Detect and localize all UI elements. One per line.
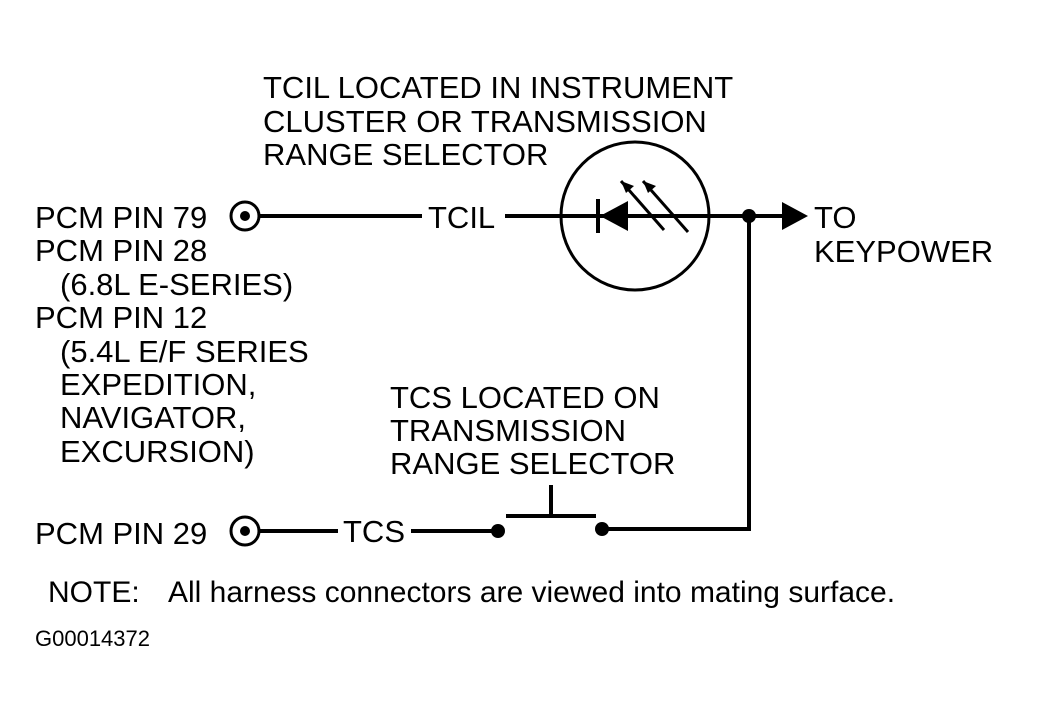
tcs-wire-label: TCS bbox=[343, 514, 405, 549]
tcs-switch-icon bbox=[491, 485, 609, 538]
keypower-line-2: KEYPOWER bbox=[814, 234, 993, 269]
tcs-location-line-1: TCS LOCATED ON bbox=[390, 380, 660, 415]
tcil-location-line-3: RANGE SELECTOR bbox=[263, 137, 548, 172]
note-text: All harness connectors are viewed into m… bbox=[168, 576, 895, 609]
pcm-pin-labels: PCM PIN 79 PCM PIN 28 (6.8L E-SERIES) PC… bbox=[35, 200, 309, 551]
tcs-location-line-2: TRANSMISSION bbox=[390, 413, 626, 448]
pcm-pin-28-note: (6.8L E-SERIES) bbox=[60, 267, 293, 302]
pcm-pin-79-label: PCM PIN 79 bbox=[35, 200, 207, 235]
tcil-location-line-2: CLUSTER OR TRANSMISSION bbox=[263, 104, 707, 139]
figure-id: G00014372 bbox=[35, 626, 150, 651]
tcs-location-line-3: RANGE SELECTOR bbox=[390, 446, 675, 481]
tcil-wire-label: TCIL bbox=[428, 200, 495, 235]
harness-note: NOTE: All harness connectors are viewed … bbox=[48, 576, 895, 609]
pcm-pin-12-note-3: NAVIGATOR, bbox=[60, 400, 246, 435]
keypower-line-1: TO bbox=[814, 200, 857, 235]
tcil-connector-terminal bbox=[229, 200, 261, 232]
pcm-pin-29-label: PCM PIN 29 bbox=[35, 516, 207, 551]
to-keypower-arrow-icon bbox=[782, 202, 808, 230]
tcil-location-line-1: TCIL LOCATED IN INSTRUMENT bbox=[263, 70, 733, 105]
pcm-pin-12-note-1: (5.4L E/F SERIES bbox=[60, 334, 309, 369]
pcm-pin-12-note-2: EXPEDITION, bbox=[60, 367, 256, 402]
note-label: NOTE: bbox=[48, 576, 140, 609]
tcs-location-label: TCS LOCATED ON TRANSMISSION RANGE SELECT… bbox=[390, 380, 675, 481]
tcil-lamp-led-icon bbox=[559, 140, 711, 292]
pcm-pin-28-label: PCM PIN 28 bbox=[35, 233, 207, 268]
keypower-label: TO KEYPOWER bbox=[814, 200, 993, 269]
pcm-pin-12-label: PCM PIN 12 bbox=[35, 300, 207, 335]
tcs-connector-terminal bbox=[229, 515, 261, 547]
tcil-location-label: TCIL LOCATED IN INSTRUMENT CLUSTER OR TR… bbox=[263, 70, 733, 172]
pcm-pin-12-note-4: EXCURSION) bbox=[60, 434, 255, 469]
